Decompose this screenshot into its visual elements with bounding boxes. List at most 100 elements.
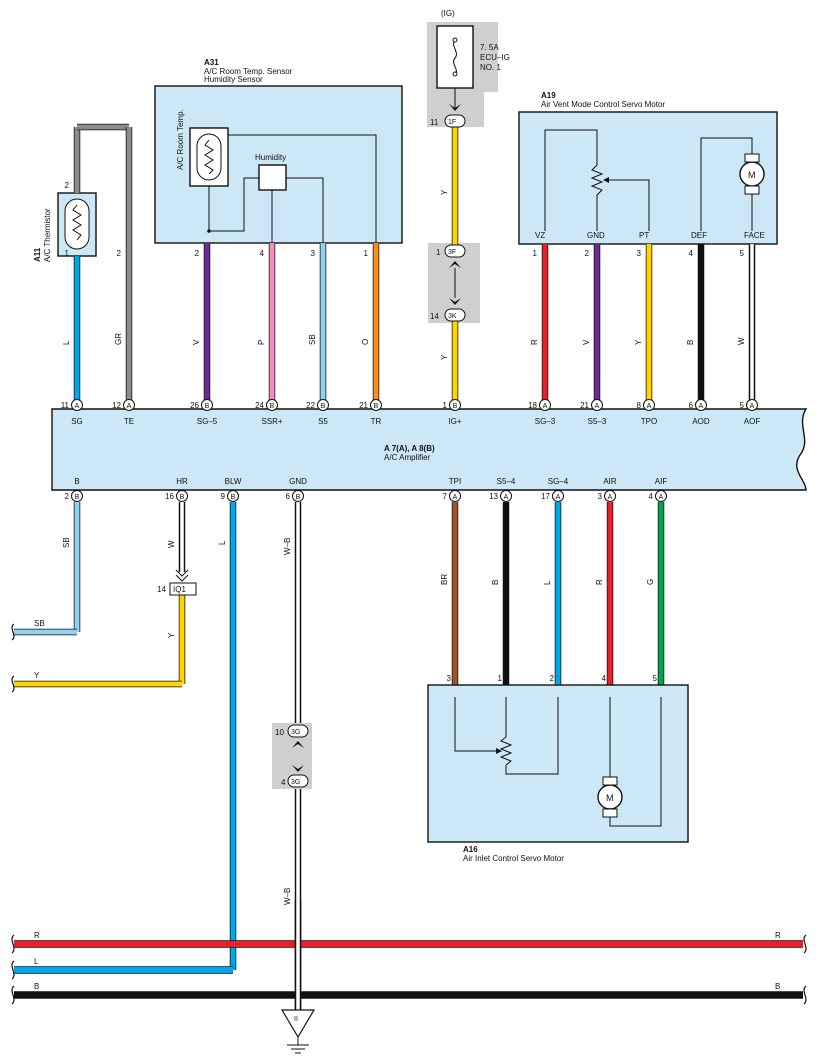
amp-bpin-tpi-letter: A [453, 494, 458, 501]
wire-code-blw: L [218, 540, 227, 545]
amp-term-ig: IG+ [448, 417, 461, 426]
wire-code-aif: G [646, 579, 655, 585]
a11-pin-2: 2 [65, 181, 70, 190]
amp-bpin-num-s54: 13 [489, 492, 498, 501]
amp-bterm-gnd: GND [289, 477, 307, 486]
amp-term-aof: AOF [744, 417, 761, 426]
amp-bterm-sg4: SG–4 [548, 477, 569, 486]
amp-term-aod: AOD [692, 417, 710, 426]
wire-code-tpi: BR [440, 574, 449, 585]
amp-pin-te-letter: A [127, 403, 132, 410]
joint-3k-pin: 14 [430, 312, 439, 321]
left-bus-label-0: SB [34, 619, 45, 628]
amp-bterm-s54: S5–4 [497, 477, 516, 486]
iq1-conn: IQ1 [173, 585, 186, 594]
a31-code: A31 [204, 58, 219, 67]
amp-bterm-aif: AIF [655, 477, 668, 486]
amp-bpin-air-circle [604, 490, 616, 502]
left-bus-break-1 [11, 675, 15, 693]
amp-bpin-num-sg4: 17 [541, 492, 550, 501]
amp-term-sg5: SG–5 [197, 417, 218, 426]
iq1-pin: 14 [157, 585, 166, 594]
amp-term-s53: S5–3 [588, 417, 607, 426]
amp-term-tpo: TPO [641, 417, 657, 426]
amp-bterm-air: AIR [603, 477, 617, 486]
wire-code-ig-lower: Y [440, 354, 449, 360]
amp-pin-num-sg3: 18 [528, 401, 537, 410]
src-pin-sg3: 1 [533, 249, 538, 258]
ig-wire: YY [440, 104, 461, 400]
amp-bpin-sg4-circle [552, 490, 564, 502]
wire-code-hr: W [167, 540, 176, 548]
amp-pin-ssr-circle [266, 399, 278, 411]
amp-code: A 7(A), A 8(B) [384, 444, 435, 453]
fuse-name: ECU–IG [480, 53, 510, 62]
amp-pin-num-aod: 6 [689, 401, 694, 410]
amp-pin-s53-letter: A [595, 403, 600, 410]
amp-bterm-tpi: TPI [449, 477, 461, 486]
a31-name2: Humidity Sensor [204, 75, 263, 84]
dest-pin-s54: 1 [498, 674, 503, 683]
src-pin-te: 2 [117, 249, 122, 258]
bus-break-left-1 [11, 960, 15, 980]
a16-motor-label: M [606, 793, 614, 803]
wire-code-gnd-lower: W–B [283, 888, 292, 905]
src-pin-sg: 1 [65, 249, 70, 258]
wire-code-ssr: P [257, 340, 266, 345]
src-pin-s53: 2 [585, 249, 590, 258]
fuse-supply: (IG) [441, 9, 455, 18]
joint-3f-conn: 3F [448, 249, 456, 256]
amp-bpin-tpi-circle [449, 490, 461, 502]
a11-thermistor: A11 A/C Thermistor [33, 192, 97, 262]
amp-pin-ig-letter: B [453, 403, 458, 410]
src-pin-tr: 1 [364, 249, 369, 258]
bus-break-right-0 [803, 934, 807, 954]
amp-pins: A11SGA12TEB26SG–5B24SSR+B22S5B21TRB1IG+A… [61, 399, 761, 502]
amp-pin-num-te: 12 [112, 401, 121, 410]
servo-term-sg3: VZ [535, 231, 545, 240]
amp-bpin-num-air: 3 [598, 492, 603, 501]
amp-pin-tr-circle [370, 399, 382, 411]
servo-term-aof: FACE [744, 231, 765, 240]
joint-3g-conn-top: 3G [291, 729, 300, 736]
wire-code-iq1: Y [167, 632, 176, 638]
amp-pin-num-tpo: 8 [637, 401, 642, 410]
amp-pin-aof-circle [746, 399, 758, 411]
a19-motor-label: M [748, 170, 756, 180]
a16-code: A16 [463, 845, 478, 854]
amp-pin-s5-circle [317, 399, 329, 411]
servo-term-s53: GND [587, 231, 605, 240]
amp-term-tr: TR [371, 417, 382, 426]
amp-bpin-num-gnd: 6 [286, 492, 291, 501]
dest-pin-sg4: 2 [550, 674, 555, 683]
wire-code-sg4: L [543, 580, 552, 585]
a31-humidity-label: Humidity [255, 153, 286, 162]
src-pin-s5: 3 [311, 249, 316, 258]
wire-code-air: R [595, 579, 604, 585]
amp-pin-num-ig: 1 [443, 401, 448, 410]
amp-bpin-s54-circle [500, 490, 512, 502]
amp-bpin-num-blw: 9 [221, 492, 226, 501]
a31-room-temp-label: A/C Room Temp. [176, 109, 185, 170]
wire-code-aod: B [686, 340, 695, 345]
joint-3g-pin-bottom: 4 [281, 778, 286, 787]
wire-code-s5: SB [308, 334, 317, 345]
fuse-pin: 11 [430, 118, 439, 127]
a31-sensor: A31 A/C Room Temp. Sensor Humidity Senso… [154, 58, 403, 244]
wire-code-sg5: V [192, 339, 201, 345]
src-pin-aod: 4 [689, 249, 694, 258]
amp-bpin-b-circle [71, 490, 83, 502]
amp-pin-num-aof: 5 [740, 401, 745, 410]
a16-name: Air Inlet Control Servo Motor [463, 854, 564, 863]
joint-3f-3k-marks: 1F 11 3F 1 3K 14 [430, 114, 466, 322]
amp-pin-te-circle [123, 399, 135, 411]
amp-bpin-aif-letter: A [659, 494, 664, 501]
wire-code-s53: V [582, 339, 591, 345]
wire-code-sg3: R [530, 339, 539, 345]
amp-pin-num-s53: 21 [580, 401, 589, 410]
amp-bpin-num-hr: 16 [165, 492, 174, 501]
a31-name1: A/C Room Temp. Sensor [204, 67, 293, 76]
fuse-block: (IG) 7. 5A ECU–IG NO. 1 [427, 9, 510, 127]
amp-pin-s5-letter: B [321, 403, 326, 410]
